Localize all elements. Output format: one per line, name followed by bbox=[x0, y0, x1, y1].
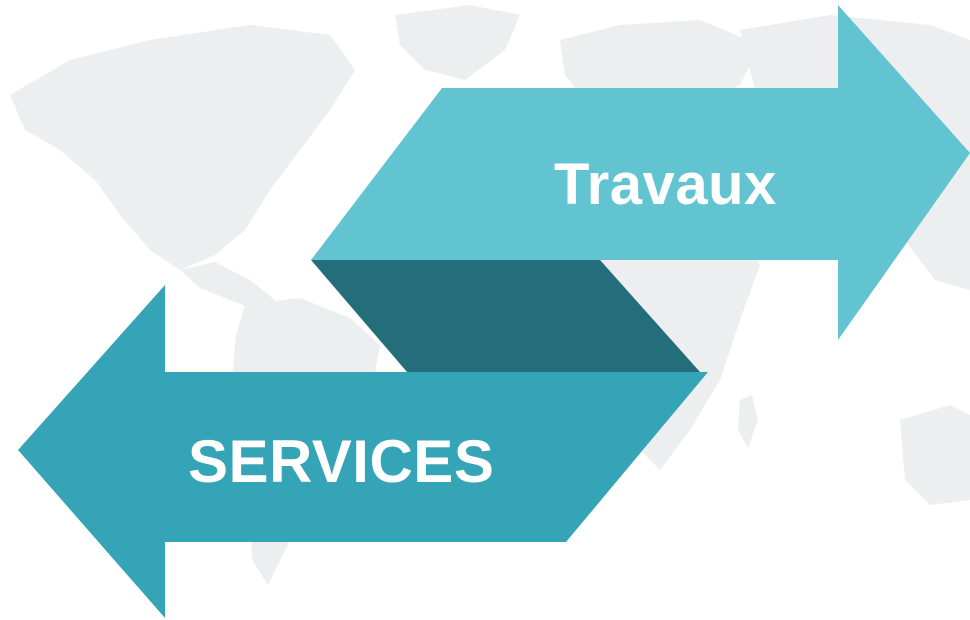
services-arrow-left bbox=[18, 285, 708, 618]
arrows-overlap-band bbox=[311, 260, 700, 372]
world-map-shapes bbox=[10, 5, 970, 585]
travaux-arrow-right bbox=[311, 5, 970, 340]
travaux-label: Travaux bbox=[554, 152, 777, 217]
north-america-shape bbox=[10, 25, 355, 270]
greenland-shape bbox=[395, 5, 520, 80]
central-america-shape bbox=[180, 262, 275, 312]
services-label: SERVICES bbox=[188, 428, 495, 495]
madagascar-shape bbox=[738, 395, 758, 448]
australia-shape bbox=[900, 405, 970, 505]
